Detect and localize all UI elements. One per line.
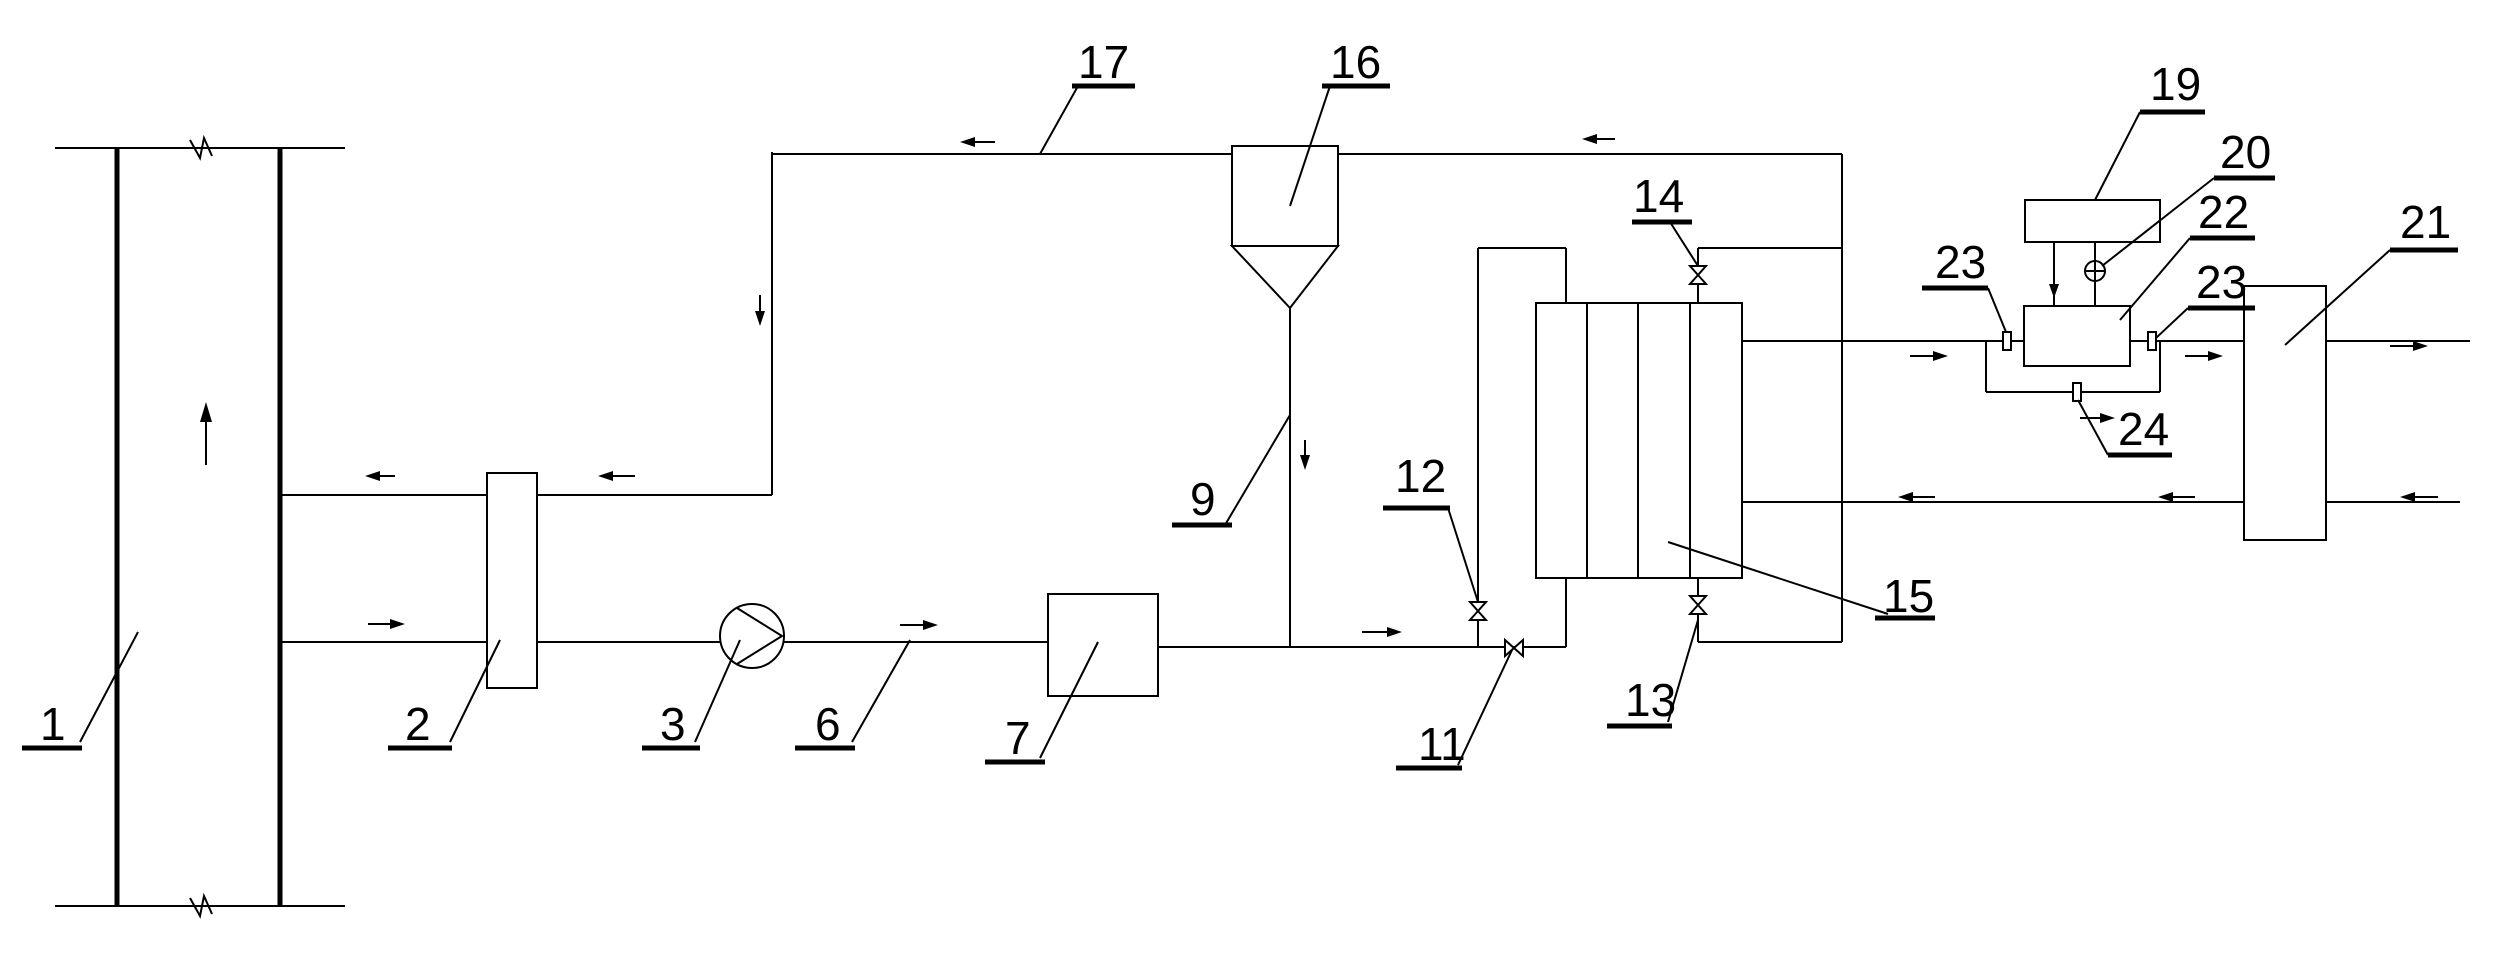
label-19: 19 bbox=[2150, 58, 2201, 110]
label-24: 24 bbox=[2118, 403, 2169, 455]
label-22: 22 bbox=[2198, 186, 2249, 238]
labels: 1 2 3 6 7 9 11 12 13 14 bbox=[22, 36, 2458, 771]
label-6: 6 bbox=[815, 698, 841, 750]
break-mark-bottom bbox=[189, 892, 213, 919]
return-line-17 bbox=[537, 134, 1843, 642]
valve-13 bbox=[1687, 595, 1709, 615]
label-3: 3 bbox=[660, 698, 686, 750]
label-7: 7 bbox=[1005, 712, 1031, 764]
valve-23-right bbox=[2147, 331, 2157, 351]
hopper-16 bbox=[1229, 145, 1341, 310]
label-20: 20 bbox=[2220, 126, 2271, 178]
valve-23-left bbox=[2002, 331, 2012, 351]
label-2: 2 bbox=[405, 698, 431, 750]
label-13: 13 bbox=[1625, 674, 1676, 726]
up-arrow bbox=[200, 402, 212, 422]
label-14: 14 bbox=[1633, 170, 1684, 222]
label-15: 15 bbox=[1883, 570, 1934, 622]
pump-3 bbox=[537, 603, 1048, 669]
valve-14 bbox=[1687, 265, 1709, 285]
heat-exchanger-2 bbox=[486, 472, 538, 689]
stack-15 bbox=[1535, 302, 1743, 579]
label-17: 17 bbox=[1078, 36, 1129, 88]
duct-pipes bbox=[280, 471, 635, 643]
label-23-right: 23 bbox=[2196, 256, 2247, 308]
valve-24 bbox=[2072, 382, 2082, 402]
valve-11 bbox=[1504, 637, 1524, 659]
unit-7 bbox=[1047, 308, 1515, 697]
label-11: 11 bbox=[1418, 718, 1466, 770]
label-21: 21 bbox=[2400, 196, 2451, 248]
label-12: 12 bbox=[1395, 450, 1446, 502]
valve-12 bbox=[1467, 601, 1489, 621]
label-16: 16 bbox=[1330, 36, 1381, 88]
duct-1 bbox=[55, 134, 345, 919]
right-circuit bbox=[1742, 199, 2470, 541]
label-23-left: 23 bbox=[1935, 236, 1986, 288]
label-1: 1 bbox=[40, 698, 66, 750]
break-mark-top bbox=[189, 134, 213, 161]
valve-network bbox=[1467, 247, 1842, 659]
label-9: 9 bbox=[1190, 473, 1216, 525]
